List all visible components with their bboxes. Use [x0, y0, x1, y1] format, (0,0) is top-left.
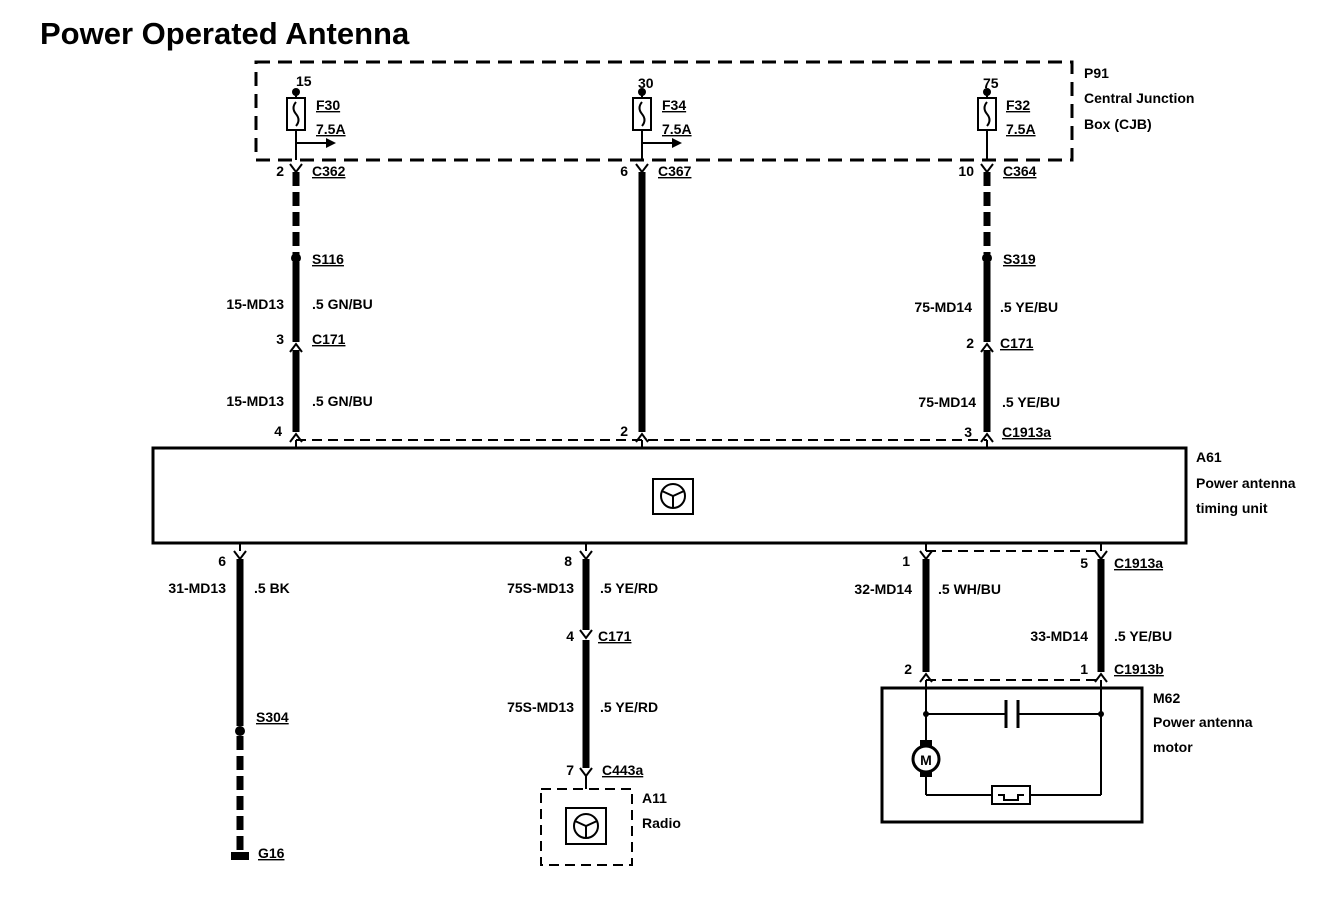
motor-icon: M: [911, 740, 941, 777]
c171-left: C171: [312, 331, 346, 347]
timing-unit-symbol-icon: [652, 478, 694, 515]
radio-id: A11: [642, 790, 667, 806]
fuse-f32-pin: 75: [983, 75, 999, 91]
a61-pin-4: 4: [274, 423, 282, 439]
c171-lower: C171: [598, 628, 632, 644]
c362-pin: 2: [276, 163, 284, 179]
wire-33md14: 33-MD14: [1030, 628, 1088, 644]
fuse-f32-rating: 7.5A: [1006, 121, 1036, 137]
c171-right: C171: [1000, 335, 1034, 351]
fuse-f34-pin: 30: [638, 75, 654, 91]
fuse-f30: [286, 88, 336, 160]
c362-connector: C362: [312, 163, 346, 179]
s116-splice: S116: [312, 251, 344, 267]
c171-lower-pin: 4: [566, 628, 574, 644]
diagram-title: Power Operated Antenna: [40, 16, 410, 51]
m62-pin-2: 2: [904, 661, 912, 677]
wire-31md13: 31-MD13: [168, 580, 226, 596]
fuse-f32-name: F32: [1006, 97, 1030, 113]
timing-unit-label-2: timing unit: [1196, 500, 1268, 516]
c171-right-pin: 2: [966, 335, 974, 351]
g16-ground: G16: [258, 845, 285, 861]
wire-motor-left: [919, 543, 933, 688]
radio-name: Radio: [642, 815, 681, 831]
fuse-f34-name: F34: [662, 97, 686, 113]
motor-label-2: motor: [1153, 739, 1193, 755]
c364-pin: 10: [958, 163, 974, 179]
a61-pin-6: 6: [218, 553, 226, 569]
wire-15md13-b-color: .5 GN/BU: [312, 393, 373, 409]
c171-left-pin: 3: [276, 331, 284, 347]
fuse-f34-rating: 7.5A: [662, 121, 692, 137]
wire-75smd13-a-color: .5 YE/RD: [600, 580, 658, 596]
wire-75smd13-a: 75S-MD13: [507, 580, 574, 596]
cjb-id: P91: [1084, 65, 1109, 81]
c443a-connector: C443a: [602, 762, 643, 778]
wire-upper-middle: [635, 163, 649, 448]
wire-75md14-a: 75-MD14: [914, 299, 972, 315]
wire-75md14-b-color: .5 YE/BU: [1002, 394, 1060, 410]
s319-splice: S319: [1003, 251, 1036, 267]
c443a-pin: 7: [566, 762, 574, 778]
wire-75smd13-b-color: .5 YE/RD: [600, 699, 658, 715]
c1913b-connector: C1913b: [1114, 661, 1164, 677]
timing-unit-label-1: Power antenna: [1196, 475, 1296, 491]
wire-32md14: 32-MD14: [854, 581, 912, 597]
fuse-f30-rating: 7.5A: [316, 121, 346, 137]
wire-15md13-a: 15-MD13: [226, 296, 284, 312]
a61-pin-3: 3: [964, 424, 972, 440]
a61-pin-2: 2: [620, 423, 628, 439]
c1913a-bottom: C1913a: [1114, 555, 1163, 571]
s304-splice: S304: [256, 709, 289, 725]
wire-upper-right: [980, 163, 994, 448]
c1913a-top: C1913a: [1002, 424, 1051, 440]
wire-15md13-a-color: .5 GN/BU: [312, 296, 373, 312]
wire-motor-right: [1094, 543, 1108, 688]
motor-id: M62: [1153, 690, 1180, 706]
wire-33md14-color: .5 YE/BU: [1114, 628, 1172, 644]
c367-connector: C367: [658, 163, 692, 179]
wire-75md14-b: 75-MD14: [918, 394, 976, 410]
wire-radio: [579, 543, 593, 789]
cjb-label-1: Central Junction: [1084, 90, 1194, 106]
c367-pin: 6: [620, 163, 628, 179]
motor-symbol-letter: M: [920, 752, 932, 768]
cjb-box: [254, 60, 1074, 162]
fuse-f30-pin: 15: [296, 73, 312, 89]
fuse-f34: [632, 88, 682, 160]
wire-32md14-color: .5 WH/BU: [938, 581, 1001, 597]
timing-unit-id: A61: [1196, 449, 1222, 465]
wire-75md14-a-color: .5 YE/BU: [1000, 299, 1058, 315]
a61-pin-1: 1: [902, 553, 910, 569]
wire-ground: [231, 543, 249, 860]
radio-symbol-icon: [565, 807, 607, 845]
motor-label-1: Power antenna: [1153, 714, 1253, 730]
wire-upper-left: [289, 163, 303, 448]
c364-connector: C364: [1003, 163, 1037, 179]
a61-pin-8: 8: [564, 553, 572, 569]
radio-box: [540, 788, 633, 866]
wire-31md13-color: .5 BK: [254, 580, 290, 596]
fuse-f30-name: F30: [316, 97, 340, 113]
cjb-label-2: Box (CJB): [1084, 116, 1152, 132]
a61-pin-5: 5: [1080, 555, 1088, 571]
wire-15md13-b: 15-MD13: [226, 393, 284, 409]
fuse-f32: [977, 88, 997, 160]
m62-pin-1: 1: [1080, 661, 1088, 677]
wire-75smd13-b: 75S-MD13: [507, 699, 574, 715]
